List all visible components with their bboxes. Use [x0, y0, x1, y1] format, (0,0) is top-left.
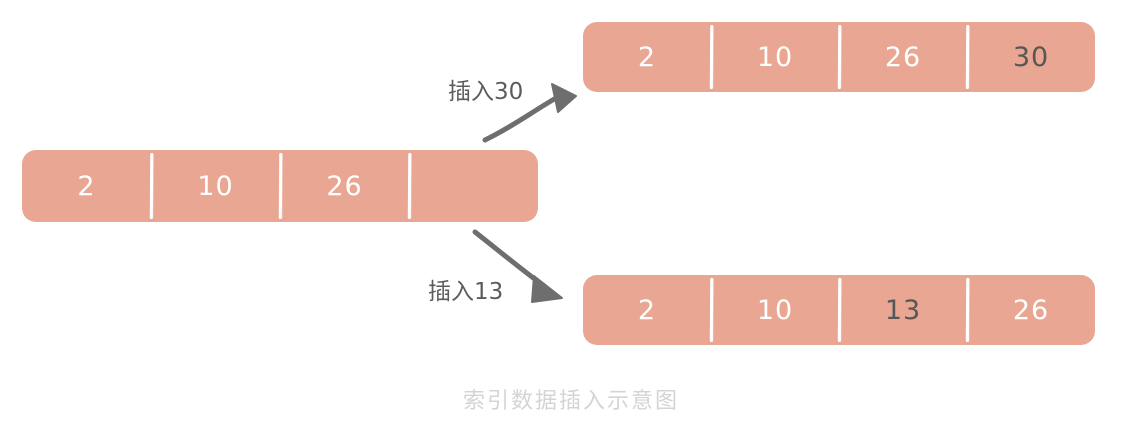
array-cell: 2 [637, 294, 657, 326]
array-cell-empty [409, 150, 538, 222]
array-insert13: 2 10 13 26 [583, 275, 1095, 345]
diagram-caption: 索引数据插入示意图 [462, 389, 679, 414]
array-source: 2 10 26 [22, 150, 538, 222]
array-cell-inserted: 30 [967, 22, 1095, 92]
array-insert30: 2 10 26 30 [583, 22, 1095, 92]
array-cell: 26 [967, 275, 1095, 345]
array-cell-inserted: 13 [839, 275, 967, 345]
transition-label-insert30: 插入30 [448, 79, 524, 105]
array-cell: 26 [280, 150, 409, 222]
array-cell: 10 [711, 275, 839, 345]
array-cell: 10 [711, 22, 839, 92]
array-cell: 10 [151, 150, 280, 222]
arrow-up-right-icon [482, 83, 577, 143]
array-cell: 26 [839, 22, 967, 92]
transition-label-insert13: 插入13 [428, 279, 504, 305]
array-cell: 2 [637, 41, 657, 73]
arrow-down-right-icon [472, 229, 563, 303]
array-cell: 2 [77, 170, 96, 202]
